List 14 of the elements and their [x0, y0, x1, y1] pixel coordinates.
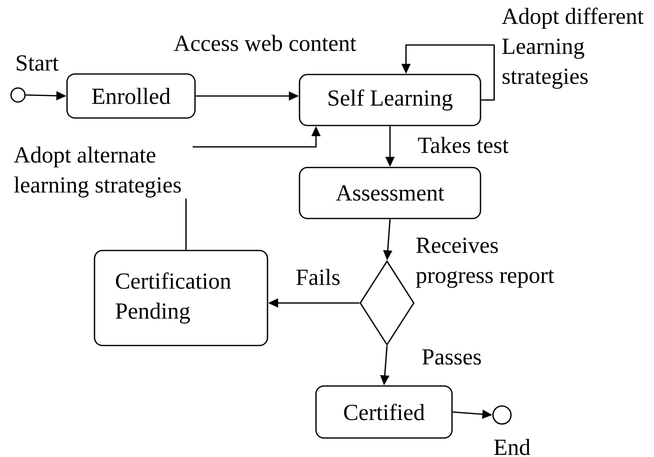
state-box: Certification Pending	[94, 250, 268, 346]
state-caption: End	[494, 438, 530, 456]
edge-label: Passes	[420, 348, 483, 366]
edge-label: Access web content	[172, 34, 358, 52]
state-box: Self Learning	[298, 74, 482, 126]
state-box: Assessment	[298, 166, 482, 220]
edge-label: Fails	[294, 268, 342, 286]
edge-label: Takes test	[416, 136, 510, 154]
state-box: Certified	[315, 385, 453, 439]
edge-label: Adopt alternate learning strategies	[12, 146, 193, 198]
edge-label: Receives progress report	[414, 236, 573, 289]
state-caption: Start	[16, 55, 59, 71]
edge-label: Adopt different Learning strategies	[500, 6, 654, 90]
state-box: Enrolled	[66, 73, 196, 119]
